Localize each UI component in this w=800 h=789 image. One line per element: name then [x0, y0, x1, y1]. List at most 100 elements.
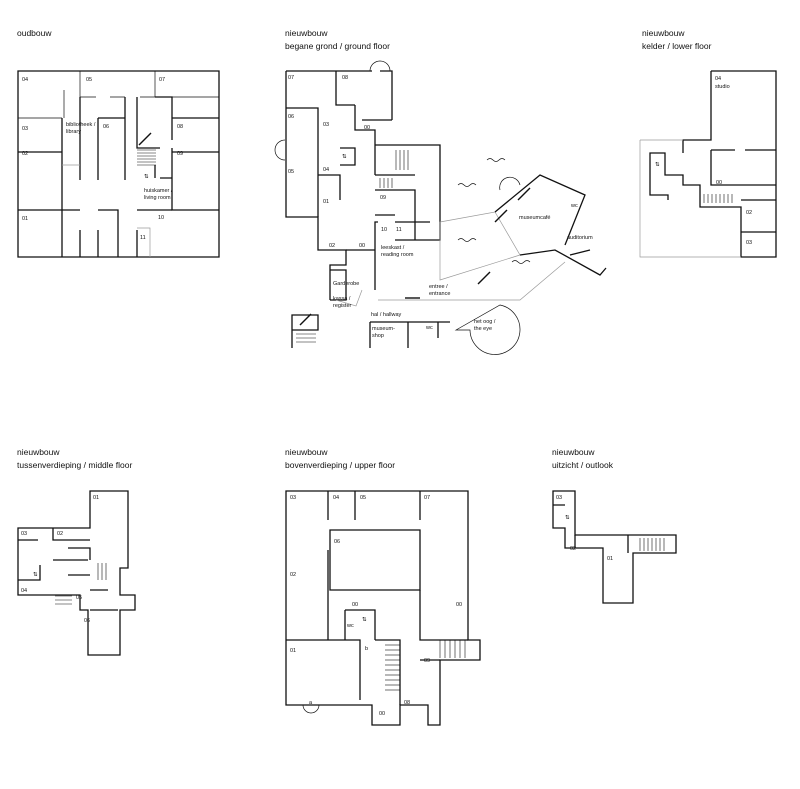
stairs-arrow-icon: [477, 271, 491, 285]
svg-text:06: 06: [84, 618, 90, 624]
lift-icon: ⇅: [655, 162, 660, 168]
svg-text:reading room: reading room: [381, 252, 414, 258]
svg-text:bibliotheek /: bibliotheek /: [66, 122, 96, 128]
svg-text:01: 01: [22, 216, 28, 222]
svg-text:03: 03: [290, 495, 296, 501]
svg-text:01: 01: [290, 648, 296, 654]
stairs-arrow-icon: [494, 209, 508, 223]
svg-text:bovenverdieping / upper floor: bovenverdieping / upper floor: [285, 460, 395, 470]
lift-icon: ⇅: [144, 174, 149, 180]
svg-text:nieuwbouw: nieuwbouw: [552, 447, 595, 457]
svg-text:entrance: entrance: [429, 291, 450, 297]
stair-kelder: [703, 194, 733, 203]
svg-text:07: 07: [424, 495, 430, 501]
svg-text:hal / hallway: hal / hallway: [371, 312, 402, 318]
svg-text:05: 05: [76, 595, 82, 601]
svg-text:07: 07: [288, 75, 294, 81]
svg-text:06: 06: [103, 124, 109, 130]
svg-text:leeskast /: leeskast /: [381, 245, 405, 251]
svg-text:studio: studio: [715, 84, 730, 90]
svg-text:kelder / lower floor: kelder / lower floor: [642, 41, 712, 51]
svg-text:02: 02: [329, 243, 335, 249]
svg-text:02: 02: [290, 572, 296, 578]
svg-text:11: 11: [396, 227, 402, 233]
svg-text:04: 04: [21, 588, 27, 594]
stair-boven: [385, 640, 466, 691]
svg-text:00: 00: [364, 125, 370, 131]
svg-text:09: 09: [177, 151, 183, 157]
svg-text:04: 04: [22, 77, 28, 83]
svg-text:museumcafé: museumcafé: [519, 215, 551, 221]
svg-text:00: 00: [456, 602, 462, 608]
plan-oudbouw: oudbouw 04 05 07 03 06 08 02 09 01 10 11…: [17, 28, 220, 258]
svg-text:08: 08: [342, 75, 348, 81]
svg-text:04: 04: [323, 167, 329, 173]
svg-text:huiskamer /: huiskamer /: [144, 188, 173, 194]
svg-text:auditorium: auditorium: [567, 235, 593, 241]
lift-icon: ⇅: [565, 515, 570, 521]
water-icon: [457, 158, 531, 264]
svg-text:02: 02: [22, 151, 28, 157]
svg-text:03: 03: [323, 122, 329, 128]
svg-text:Garderobe: Garderobe: [333, 281, 359, 287]
svg-text:museum-: museum-: [372, 326, 395, 332]
plan-kelder: nieuwbouw kelder / lower floor 04 studio…: [639, 28, 777, 258]
lift-icon: ⇅: [362, 617, 367, 623]
lift-icon: ⇅: [33, 572, 38, 578]
svg-text:05: 05: [288, 169, 294, 175]
svg-text:03: 03: [22, 126, 28, 132]
svg-text:kassa /: kassa /: [333, 296, 351, 302]
svg-text:uitzicht / outlook: uitzicht / outlook: [552, 460, 614, 470]
svg-text:01: 01: [607, 556, 613, 562]
stair-begane: [296, 150, 409, 343]
svg-text:03: 03: [21, 531, 27, 537]
lift-icon: ⇅: [342, 154, 347, 160]
stair-tussen: [55, 563, 107, 605]
svg-text:11: 11: [140, 235, 146, 241]
svg-text:a: a: [309, 700, 313, 706]
svg-text:wc: wc: [425, 325, 433, 331]
svg-text:08: 08: [177, 124, 183, 130]
svg-text:10: 10: [381, 227, 387, 233]
svg-text:00: 00: [359, 243, 365, 249]
svg-text:00: 00: [352, 602, 358, 608]
svg-text:02: 02: [570, 546, 576, 552]
svg-text:01: 01: [323, 199, 329, 205]
stairs-arrow-icon: [138, 132, 152, 146]
svg-text:03: 03: [556, 495, 562, 501]
svg-text:nieuwbouw: nieuwbouw: [17, 447, 60, 457]
svg-text:10: 10: [158, 215, 164, 221]
svg-text:05: 05: [86, 77, 92, 83]
svg-text:02: 02: [57, 531, 63, 537]
stair-oudbouw: [137, 149, 156, 166]
plan-tussenverdieping: nieuwbouw tussenverdieping / middle floo…: [17, 447, 136, 656]
svg-text:tussenverdieping / middle floo: tussenverdieping / middle floor: [17, 460, 132, 470]
svg-text:07: 07: [159, 77, 165, 83]
svg-text:09: 09: [380, 195, 386, 201]
svg-text:the eye: the eye: [474, 326, 492, 332]
svg-text:nieuwbouw: nieuwbouw: [285, 447, 328, 457]
plan-begane-grond: nieuwbouw begane grond / ground floor 07…: [274, 28, 607, 355]
svg-text:het oog /: het oog /: [474, 319, 496, 325]
svg-text:entree /: entree /: [429, 284, 448, 290]
svg-text:05: 05: [360, 495, 366, 501]
svg-text:library: library: [66, 129, 81, 135]
stairs-arrow-icon: [517, 187, 531, 201]
svg-text:00: 00: [379, 711, 385, 717]
svg-text:02: 02: [746, 210, 752, 216]
svg-text:nieuwbouw: nieuwbouw: [285, 28, 328, 38]
svg-text:06: 06: [288, 114, 294, 120]
svg-text:register: register: [333, 303, 352, 309]
svg-text:wc: wc: [570, 203, 578, 209]
svg-text:b: b: [365, 646, 368, 652]
svg-text:03: 03: [746, 240, 752, 246]
title-oudbouw: oudbouw: [17, 28, 52, 38]
svg-text:shop: shop: [372, 333, 384, 339]
plan-uitzicht: nieuwbouw uitzicht / outlook 03 02 01 ⇅: [552, 447, 677, 604]
svg-text:01: 01: [93, 495, 99, 501]
stairs-arrow-icon: [299, 313, 312, 326]
svg-text:wc: wc: [346, 623, 354, 629]
stair-uitzicht: [639, 538, 665, 551]
svg-text:06: 06: [334, 539, 340, 545]
